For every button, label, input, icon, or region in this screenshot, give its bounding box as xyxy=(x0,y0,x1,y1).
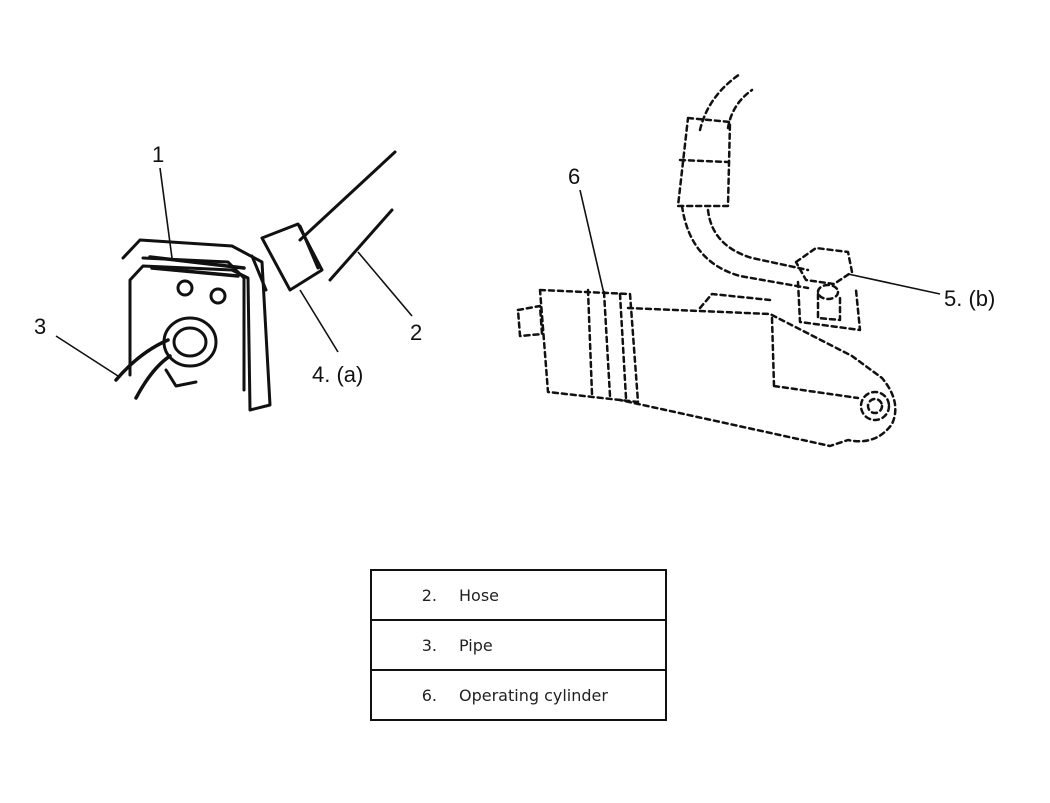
legend-label: Hose xyxy=(459,585,499,605)
leader-line-1 xyxy=(159,167,173,259)
bleeder-screw xyxy=(816,283,840,301)
table-row: 6. Operating cylinder xyxy=(371,669,666,720)
bracket-hole xyxy=(209,287,227,305)
clip xyxy=(148,255,246,278)
parts-legend-body: 2. Hose 3. Pipe 6. Operating cylinder xyxy=(371,570,666,720)
leader-line-4 xyxy=(299,289,339,353)
leader-line-2 xyxy=(357,251,413,317)
cylinder-hose-line xyxy=(726,88,754,130)
cylinder-body xyxy=(618,306,897,448)
hose-line xyxy=(328,208,394,282)
cylinder-boot-rib xyxy=(586,288,628,400)
legend-number: 3. xyxy=(371,619,459,670)
cylinder-mount-edge xyxy=(770,316,860,400)
push-rod xyxy=(516,304,544,338)
bracket-hole xyxy=(176,279,194,297)
callout-5: 5. (b) xyxy=(944,286,995,311)
hose-line xyxy=(298,150,397,242)
cylinder-hose-fitting xyxy=(676,116,732,208)
pipe-nut xyxy=(172,326,208,358)
union-bolt-body xyxy=(796,280,862,332)
pipe-line xyxy=(134,354,172,400)
clutch-hydraulic-diagram: 1 2 3 4. (a) 5. (b) 6 xyxy=(34,72,995,448)
callout-1: 1 xyxy=(152,142,164,167)
legend-label: Pipe xyxy=(459,619,666,670)
pipe-line xyxy=(114,338,170,382)
mount-hole-inner xyxy=(866,397,884,415)
cylinder-hose-line xyxy=(698,72,742,132)
cylinder-pipe-line xyxy=(680,204,810,290)
cylinder-body-side xyxy=(698,292,772,310)
pipe-nut-base xyxy=(164,368,198,388)
leader-line-6 xyxy=(579,189,605,295)
legend-label: Operating cylinder xyxy=(459,669,666,720)
callout-3: 3 xyxy=(34,314,46,339)
callout-4: 4. (a) xyxy=(312,362,363,387)
leader-line-5 xyxy=(847,273,941,295)
leader-lines xyxy=(55,167,941,377)
mount-hole xyxy=(859,390,891,422)
cylinder-pipe-line xyxy=(706,208,810,272)
parts-legend-table: 2. Hose 3. Pipe 6. Operating cylinder xyxy=(370,569,667,721)
right-cylinder-view xyxy=(516,72,897,448)
table-row: 2. Hose xyxy=(371,570,666,620)
legend-number: 6. xyxy=(371,669,459,720)
bracket-inner xyxy=(141,256,246,392)
leader-line-3 xyxy=(55,335,119,377)
table-row: 3. Pipe xyxy=(371,619,666,670)
pipe-grommet xyxy=(162,316,218,368)
bracket-outline xyxy=(121,238,272,412)
union-bolt xyxy=(794,246,854,286)
left-bracket-view xyxy=(114,150,397,412)
cylinder-boot xyxy=(538,288,640,404)
callout-2: 2 xyxy=(410,320,422,345)
hose-end-cap xyxy=(260,222,324,292)
legend-number: 2. xyxy=(421,585,437,605)
callout-6: 6 xyxy=(568,164,580,189)
bleeder-screw-body xyxy=(816,292,842,322)
